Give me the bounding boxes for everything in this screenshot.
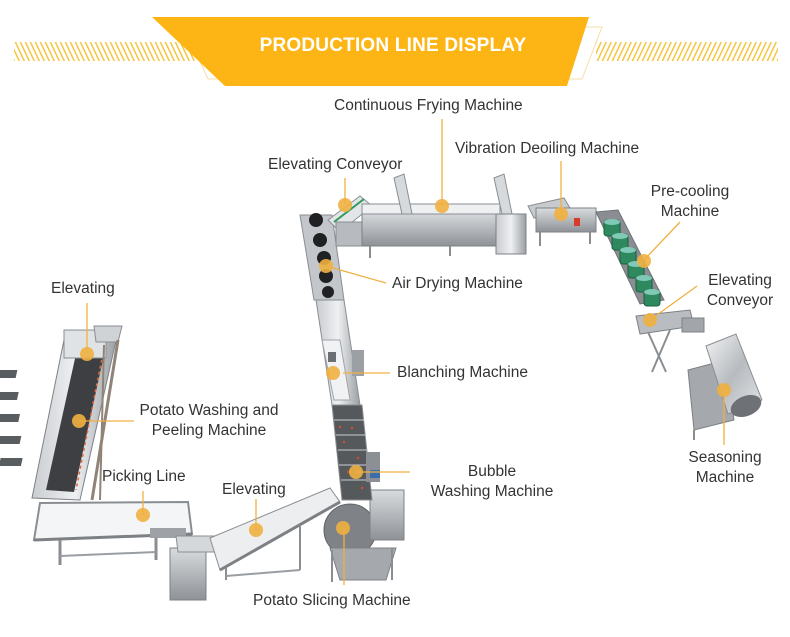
callout-dot-slicing [336, 521, 350, 535]
header-banner [14, 17, 778, 86]
callout-dot-seasoning [717, 383, 731, 397]
callout-dot-deoiling [554, 207, 568, 221]
callout-dot-blanching [326, 366, 340, 380]
label-line: Elevating [708, 272, 772, 289]
label-potato-slicing: Potato Slicing Machine [253, 592, 411, 609]
label-seasoning: Seasoning Machine [670, 448, 780, 488]
label-vibration-deoiling: Vibration Deoiling Machine [455, 140, 640, 157]
callout-dot-washing-peeling [72, 414, 86, 428]
banner-shape [152, 17, 589, 86]
label-line: Conveyor [706, 292, 774, 309]
label-elevating-conveyor-2: Elevating Conveyor [690, 271, 790, 311]
left-hatch-decoration [14, 42, 196, 61]
callout-line-air-drying [325, 265, 387, 284]
callout-line-elevating-conveyor-2 [649, 285, 698, 321]
label-line: Peeling Machine [151, 422, 267, 439]
label-blanching: Blanching Machine [397, 364, 528, 381]
callout-dot-elevating-conveyor-1 [338, 198, 352, 212]
label-elevating-2: Elevating [222, 481, 286, 498]
label-line: Washing Machine [430, 483, 554, 500]
continuous-frying-machine [361, 173, 527, 258]
right-hatch-decoration [596, 42, 778, 61]
callout-dot-frying [435, 199, 449, 213]
label-picking-line: Picking Line [102, 468, 186, 485]
potato-washing-peeling-machine [0, 325, 123, 501]
label-bubble-washing: Bubble Washing Machine [414, 462, 570, 502]
label-potato-washing-peeling: Potato Washing and Peeling Machine [126, 401, 292, 441]
label-air-drying: Air Drying Machine [392, 275, 523, 292]
label-pre-cooling: Pre-cooling Machine [634, 182, 746, 222]
label-line: Machine [695, 469, 755, 486]
label-continuous-frying: Continuous Frying Machine [334, 97, 523, 114]
label-line: Seasoning [688, 449, 762, 466]
label-line: Bubble [467, 463, 517, 480]
callout-dot-elevating-conveyor-2 [643, 313, 657, 327]
callout-dot-elevating-2 [249, 523, 263, 537]
banner-title: PRODUCTION LINE DISPLAY [259, 35, 527, 56]
label-line: Pre-cooling [650, 183, 730, 200]
callout-dot-pre-cooling [637, 254, 651, 268]
picking-line-machine [32, 500, 194, 565]
potato-slicing-machine [323, 489, 405, 582]
callout-line-pre-cooling [643, 221, 681, 261]
label-elevating-conveyor-1: Elevating Conveyor [268, 156, 403, 173]
callout-dot-picking-line [136, 508, 150, 522]
label-line: Potato Washing and [139, 402, 279, 419]
pre-cooling-machine [595, 209, 665, 307]
elevating-conveyor-2-machine [169, 487, 341, 601]
label-elevating-1: Elevating [51, 280, 115, 297]
callout-dot-bubble-washing [349, 465, 363, 479]
air-drying-machine [299, 213, 345, 301]
callout-dot-elevating-1 [80, 347, 94, 361]
callout-dot-air-drying [319, 259, 333, 273]
label-line: Machine [660, 203, 720, 220]
